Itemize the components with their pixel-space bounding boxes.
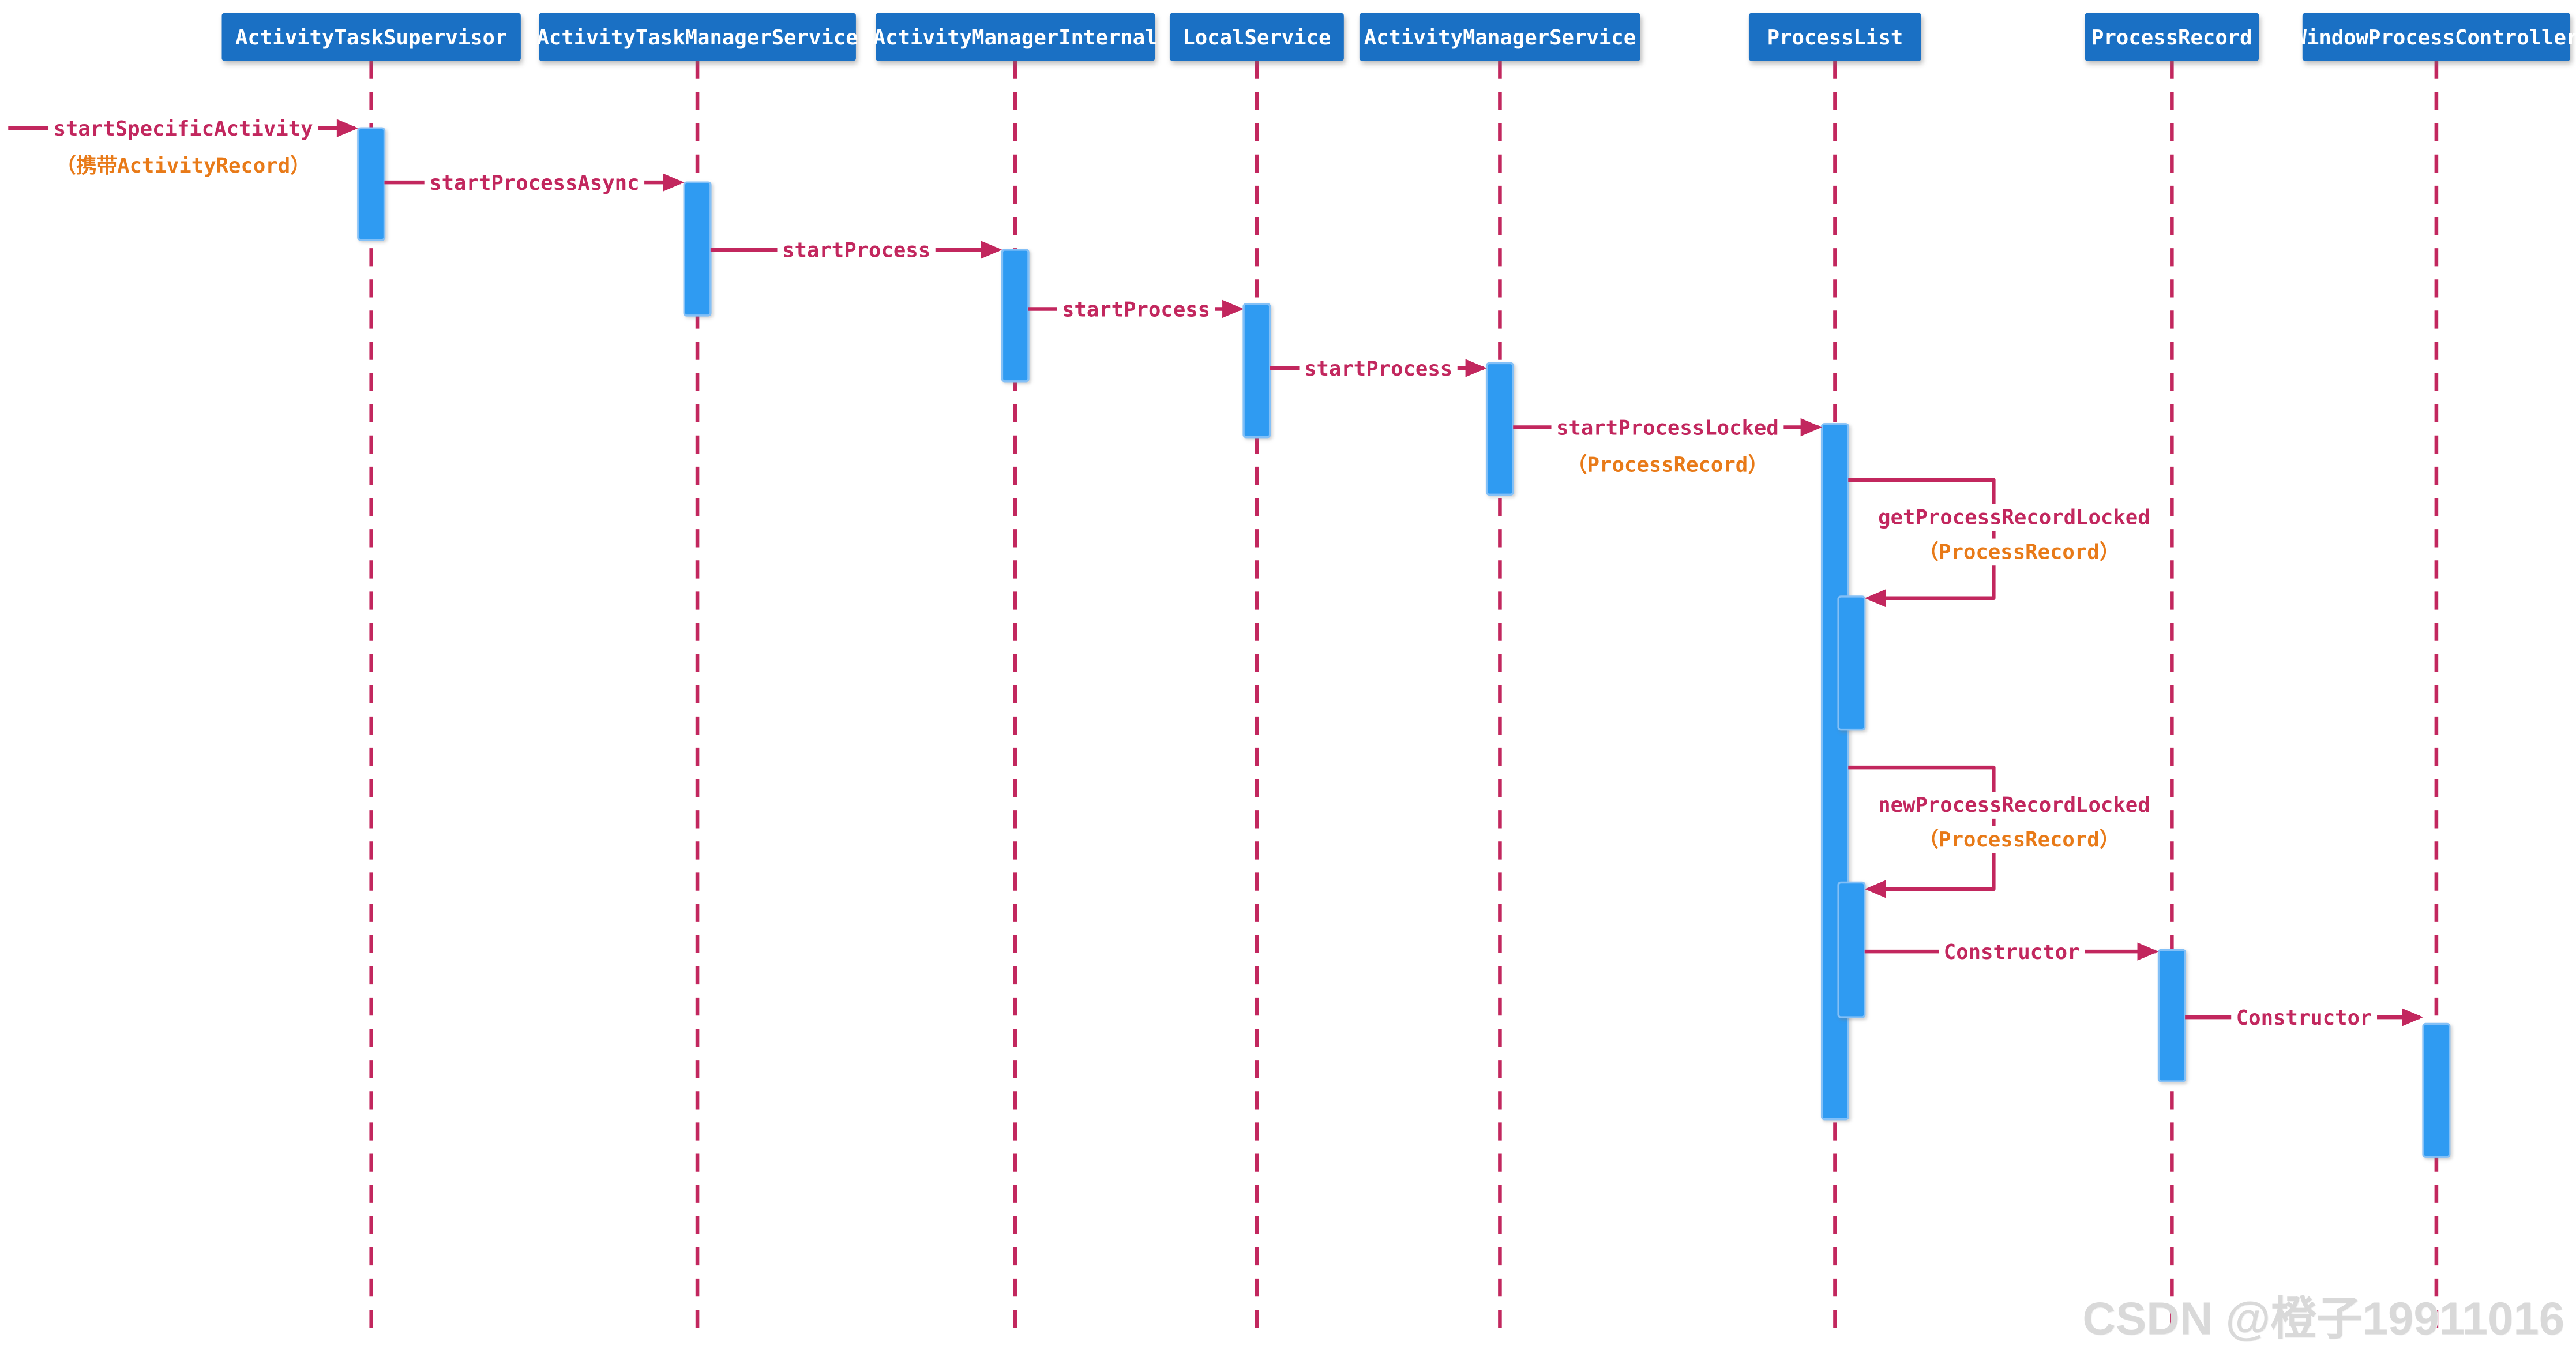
participant-box <box>539 13 856 61</box>
label-mask <box>1299 355 1458 383</box>
message-param: （ProcessRecord） <box>1567 453 1768 477</box>
arrowhead-icon <box>981 241 1002 259</box>
message-startProcess: startProcess <box>1028 296 1244 324</box>
message-startProcess: startProcess <box>710 237 1002 264</box>
label-mask <box>1551 414 1784 442</box>
participant-label: LocalService <box>1182 26 1331 50</box>
label-mask <box>1939 939 2085 966</box>
activation-bar-ami <box>1001 249 1030 383</box>
label-mask <box>1057 296 1215 324</box>
participant-box <box>1748 13 1921 61</box>
label-mask <box>1561 451 1774 479</box>
message-label: startProcessAsync <box>429 171 639 195</box>
participant-pr: ProcessRecord <box>2085 13 2259 61</box>
activation-bar-atms <box>683 181 712 317</box>
participant-label: ProcessList <box>1767 26 1903 50</box>
participant-ls: LocalService <box>1169 13 1344 61</box>
arrowhead-icon <box>1465 359 1487 377</box>
message-label: startProcess <box>782 239 930 263</box>
arrowhead-icon <box>1864 880 1886 898</box>
arrowhead-icon <box>2137 942 2159 961</box>
label-mask <box>1913 826 2125 853</box>
message-Constructor: Constructor <box>1864 939 2159 966</box>
participant-label: ActivityTaskSupervisor <box>235 26 507 50</box>
activation-bar-wpc <box>2422 1022 2451 1158</box>
message-Constructor: Constructor <box>2185 1005 2424 1032</box>
activation-bar-ats <box>357 127 386 241</box>
participant-box <box>876 13 1155 61</box>
message-label: startProcess <box>1062 298 1210 321</box>
participant-ami: ActivityManagerInternal <box>873 13 1158 61</box>
message-label: Constructor <box>2236 1006 2372 1030</box>
label-mask <box>2231 1005 2378 1032</box>
arrowhead-icon <box>1222 299 1244 318</box>
message-label: Constructor <box>1944 940 2080 964</box>
message-startProcess: startProcess <box>1270 355 1487 383</box>
arrowhead-icon <box>1864 589 1886 608</box>
participant-box <box>1359 13 1640 61</box>
participant-ams: ActivityManagerService <box>1359 13 1640 61</box>
arrowhead-icon <box>663 173 685 192</box>
arrowhead-icon <box>1800 418 1822 437</box>
message-startProcessAsync: startProcessAsync <box>384 170 685 197</box>
self-call-param: （ProcessRecord） <box>1918 828 2120 852</box>
activation-bar-ams <box>1485 362 1514 496</box>
message-startSpecificActivity: startSpecificActivity （携带ActivityRecord） <box>8 115 358 179</box>
label-mask <box>1873 792 2156 819</box>
watermark: CSDN @橙子19911016 <box>2082 1293 2564 1344</box>
participant-label: ActivityManagerInternal <box>873 26 1158 50</box>
participant-box <box>1169 13 1344 61</box>
participant-label: ActivityTaskManagerService <box>536 26 858 50</box>
participant-box <box>2085 13 2259 61</box>
participant-atms: ActivityTaskManagerService <box>536 13 858 61</box>
participant-label: ActivityManagerService <box>1364 26 1636 50</box>
message-param: （携带ActivityRecord） <box>55 154 310 178</box>
diagram-root: ActivityTaskSupervisor ActivityTaskManage… <box>8 13 2576 1340</box>
arrowhead-icon <box>336 119 358 137</box>
label-mask <box>50 152 316 179</box>
participant-label: WindowProcessController <box>2294 26 2576 50</box>
label-mask <box>777 237 936 264</box>
message-label: startSpecificActivity <box>54 117 313 141</box>
self-call-label: newProcessRecordLocked <box>1878 793 2150 817</box>
message-startProcessLocked: startProcessLocked （ProcessRecord） <box>1513 414 1822 479</box>
participant-wpc: WindowProcessController <box>2294 13 2576 61</box>
message-getProcessRecordLocked: getProcessRecordLocked （ProcessRecord） <box>1848 478 2156 608</box>
self-call-param: （ProcessRecord） <box>1918 540 2120 564</box>
activation-bar-pl-nested <box>1837 595 1866 731</box>
label-mask <box>1873 504 2156 531</box>
message-newProcessRecordLocked: newProcessRecordLocked （ProcessRecord） <box>1848 765 2156 898</box>
label-mask <box>48 115 318 143</box>
participant-label: ProcessRecord <box>2091 26 2252 50</box>
label-mask <box>424 170 645 197</box>
label-mask <box>1913 538 2125 566</box>
participant-box <box>221 13 521 61</box>
activation-bar-pl-nested <box>1837 881 1866 1018</box>
activation-bar-ls <box>1242 303 1271 439</box>
arrowhead-icon <box>2402 1008 2424 1026</box>
activation-bar-pr <box>2157 949 2186 1082</box>
self-call-label: getProcessRecordLocked <box>1878 506 2150 530</box>
message-label: startProcess <box>1304 357 1452 381</box>
participant-box <box>2302 13 2571 61</box>
message-label: startProcessLocked <box>1556 416 1779 440</box>
participant-pl: ProcessList <box>1748 13 1921 61</box>
participant-ats: ActivityTaskSupervisor <box>221 13 521 61</box>
